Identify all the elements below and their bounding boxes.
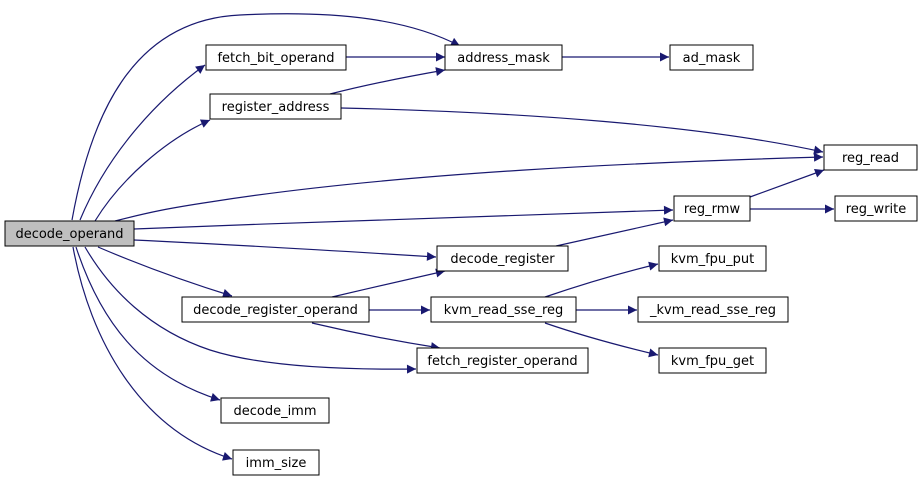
node-reg-read[interactable]: reg_read xyxy=(823,144,918,171)
node-decode-register-operand[interactable]: decode_register_operand xyxy=(181,296,370,323)
edge-decode-operand-to-reg-read xyxy=(114,152,824,222)
node-fetch-register-operand[interactable]: fetch_register_operand xyxy=(416,347,589,374)
edge-decode-operand-to-decode-register-operand xyxy=(97,246,233,298)
svg-text:fetch_bit_operand: fetch_bit_operand xyxy=(217,51,334,66)
node-ad-mask[interactable]: ad_mask xyxy=(669,44,754,71)
edge-decode-register-to-reg-rmw xyxy=(555,217,674,247)
node-decode-operand[interactable]: decode_operand xyxy=(4,220,135,247)
edge-decode-register-operand-to-decode-register xyxy=(331,268,446,298)
edge-reg-rmw-to-reg-read xyxy=(749,168,825,198)
svg-text:kvm_fpu_get: kvm_fpu_get xyxy=(671,354,754,369)
svg-text:register_address: register_address xyxy=(222,100,330,115)
svg-text:decode_register_operand: decode_register_operand xyxy=(193,303,358,318)
node-fetch-bit-operand[interactable]: fetch_bit_operand xyxy=(205,44,347,71)
edge-decode-operand-to-decode-register xyxy=(133,239,437,261)
edge-decode-operand-to-reg-rmw xyxy=(133,205,674,230)
svg-text:fetch_register_operand: fetch_register_operand xyxy=(427,354,577,369)
node-decode-register[interactable]: decode_register xyxy=(436,245,569,272)
svg-text:reg_write: reg_write xyxy=(846,202,907,217)
node-kvm-read-sse-reg[interactable]: kvm_read_sse_reg xyxy=(430,296,577,323)
nodes: decode_operand fetch_bit_operand registe… xyxy=(4,44,918,476)
node-reg-write[interactable]: reg_write xyxy=(834,195,918,222)
node-reg-rmw[interactable]: reg_rmw xyxy=(673,195,751,222)
node-underscore-kvm-read-sse-reg[interactable]: _kvm_read_sse_reg xyxy=(637,296,789,323)
node-imm-size[interactable]: imm_size xyxy=(232,449,320,476)
node-decode-imm[interactable]: decode_imm xyxy=(220,397,330,424)
svg-text:address_mask: address_mask xyxy=(457,51,550,66)
edge-decode-operand-to-fetch-register-operand xyxy=(84,246,417,374)
svg-text:reg_read: reg_read xyxy=(842,151,899,166)
edge-decode-operand-to-register-address xyxy=(94,119,211,222)
edge-register-address-to-address-mask xyxy=(329,67,446,95)
edge-decode-register-operand-to-fetch-register-operand xyxy=(311,322,441,352)
edge-kvm-read-sse-reg-to-kvm-fpu-put xyxy=(544,261,659,298)
edges xyxy=(71,13,834,461)
node-register-address[interactable]: register_address xyxy=(209,93,342,120)
svg-text:decode_operand: decode_operand xyxy=(15,227,123,242)
edge-decode-operand-to-imm-size xyxy=(72,246,233,461)
svg-text:kvm_read_sse_reg: kvm_read_sse_reg xyxy=(444,303,564,318)
svg-text:decode_register: decode_register xyxy=(450,252,555,267)
edge-decode-operand-to-address-mask xyxy=(71,13,461,221)
edge-decode-operand-to-fetch-bit-operand xyxy=(79,64,206,221)
svg-text:decode_imm: decode_imm xyxy=(233,404,316,419)
svg-text:imm_size: imm_size xyxy=(246,456,307,471)
svg-text:ad_mask: ad_mask xyxy=(683,51,741,66)
svg-text:_kvm_read_sse_reg: _kvm_read_sse_reg xyxy=(649,303,776,318)
edge-register-address-to-reg-read xyxy=(340,107,824,155)
node-kvm-fpu-put[interactable]: kvm_fpu_put xyxy=(658,245,767,272)
edge-kvm-read-sse-reg-to-kvm-fpu-get xyxy=(544,322,659,358)
svg-text:kvm_fpu_put: kvm_fpu_put xyxy=(671,252,755,267)
svg-text:reg_rmw: reg_rmw xyxy=(684,202,741,217)
node-kvm-fpu-get[interactable]: kvm_fpu_get xyxy=(658,347,767,374)
edge-decode-operand-to-decode-imm xyxy=(75,246,221,402)
node-address-mask[interactable]: address_mask xyxy=(444,44,563,71)
